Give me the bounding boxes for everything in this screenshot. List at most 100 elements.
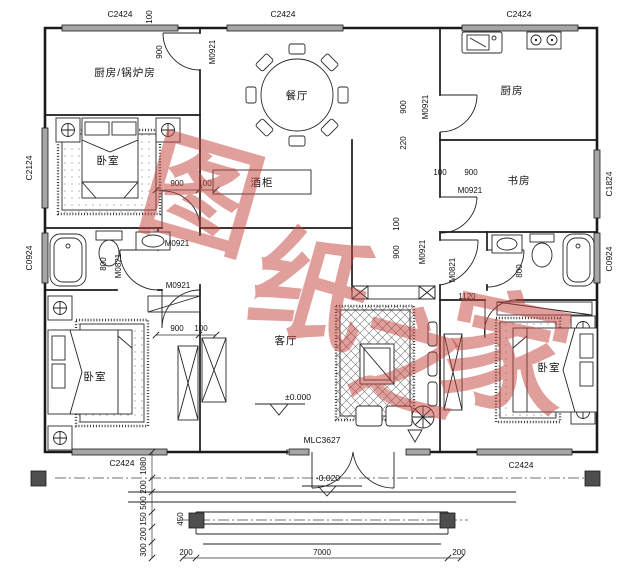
dim-label: 100 (392, 217, 401, 231)
window-c2124-left (41, 127, 49, 209)
stool (355, 405, 383, 427)
door-bedroom-left (161, 190, 201, 229)
window-c2424-top-right (461, 24, 579, 32)
dim-label: 200 (452, 548, 466, 557)
dim-label: 100 (194, 324, 208, 333)
window-label-c2424: C2424 (508, 460, 533, 470)
door-label-m0921: M0921 (421, 94, 430, 119)
column (30, 470, 47, 487)
window-label-c2124: C2124 (24, 155, 34, 180)
stove (526, 31, 562, 50)
dining-table-set (245, 43, 349, 147)
door-bathroom-left (119, 249, 159, 291)
level-label-porch: -0.020 (316, 473, 340, 483)
dim-label: 900 (464, 168, 478, 177)
dim-label: 200 (179, 548, 193, 557)
window-c2424-bottom-left (71, 448, 168, 456)
round-dining-table (260, 58, 334, 132)
wardrobe (177, 345, 199, 421)
dim-label: 200 (139, 480, 148, 494)
dimension-lines (148, 186, 465, 562)
bathroom-right-fixtures (491, 233, 595, 287)
dim-label: 900 (155, 45, 164, 59)
window-entrance-left (288, 448, 310, 456)
cabinet (201, 337, 227, 403)
room-label-living: 客厅 (275, 334, 298, 347)
bedroom-bottom-left-furniture (47, 295, 227, 451)
level-markers (255, 403, 362, 497)
window-label-c2424: C2424 (270, 9, 295, 19)
watermark-char: 家 (428, 268, 584, 441)
door-label-m0921: M0921 (458, 186, 483, 195)
dim-label: 100 (433, 168, 447, 177)
watermark: 图 纸 之 家 (126, 112, 585, 442)
window-c0924-right (593, 232, 601, 284)
door-label-m0821: M0821 (114, 253, 123, 278)
dim-label: 900 (392, 245, 401, 259)
dim-label: 150 (139, 512, 148, 526)
toilet (529, 233, 555, 243)
dim-label: 900 (399, 100, 408, 114)
dim-label: 800 (515, 264, 524, 278)
wine-cabinet (212, 169, 312, 195)
window-label-c0924: C0924 (24, 245, 34, 270)
window-label-c2424: C2424 (109, 458, 134, 468)
window-c0924-left (41, 232, 49, 284)
column (188, 512, 205, 529)
dim-label: 800 (99, 257, 108, 271)
door-entrance-double (311, 451, 395, 489)
wardrobe (443, 333, 463, 411)
toilet (95, 230, 123, 241)
door-label-m0921: M0921 (208, 39, 217, 64)
column (439, 512, 456, 529)
window-c1824-right (593, 149, 601, 219)
window-c2424-top-left (61, 24, 179, 32)
bathtub (562, 233, 595, 287)
dim-label: 1120 (458, 292, 476, 301)
window-c2424-top-center (226, 24, 344, 32)
door-label-m0821: M0821 (448, 257, 457, 282)
door-bedroom-right (484, 299, 518, 339)
door-label-mlc3627: MLC3627 (304, 435, 341, 445)
room-label-bedroom: 卧室 (97, 154, 120, 167)
door-vestibule-right (439, 239, 479, 286)
dim-label: 900 (170, 324, 184, 333)
room-label-study: 书房 (508, 174, 531, 187)
room-label-dining: 餐厅 (286, 89, 309, 102)
room-label-bedroom: 卧室 (84, 370, 107, 383)
room-label-wine-cabinet: 酒柜 (251, 176, 274, 189)
bedroom-left-furniture (55, 117, 181, 216)
window-entrance-right (405, 448, 431, 456)
door-label-m0921: M0921 (165, 239, 190, 248)
bathroom-left-fixtures (49, 230, 171, 287)
window-label-c2424: C2424 (107, 9, 132, 19)
dim-label: 500 (139, 496, 148, 510)
porch (30, 470, 601, 545)
bed (81, 117, 139, 199)
room-label-kitchen-boiler: 厨房/锅炉房 (94, 66, 155, 79)
window-label-c2424: C2424 (506, 9, 531, 19)
dim-label: 100 (198, 179, 212, 188)
room-label-kitchen: 厨房 (501, 84, 524, 97)
door-boiler-room (162, 32, 201, 71)
door-label-m0921: M0921 (418, 239, 427, 264)
dim-label: 7000 (313, 548, 331, 557)
kitchen-fixtures (461, 31, 562, 54)
window-label-c0924: C0924 (604, 246, 614, 271)
door-label-m0921: M0921 (166, 281, 191, 290)
bathtub (49, 233, 87, 287)
interior-walls (44, 27, 598, 453)
doors (119, 32, 525, 489)
window-c2424-bottom-right (476, 448, 573, 456)
windows (41, 24, 601, 456)
dim-label: 450 (176, 512, 185, 526)
dim-label: 1080 (139, 457, 148, 475)
bedroom-bottom-right-furniture (443, 301, 598, 425)
level-label-floor: ±0.000 (285, 392, 311, 402)
dim-label: 220 (399, 136, 408, 150)
living-room-furniture (334, 285, 438, 443)
washbasin (135, 231, 171, 251)
door-kitchen (439, 94, 478, 133)
